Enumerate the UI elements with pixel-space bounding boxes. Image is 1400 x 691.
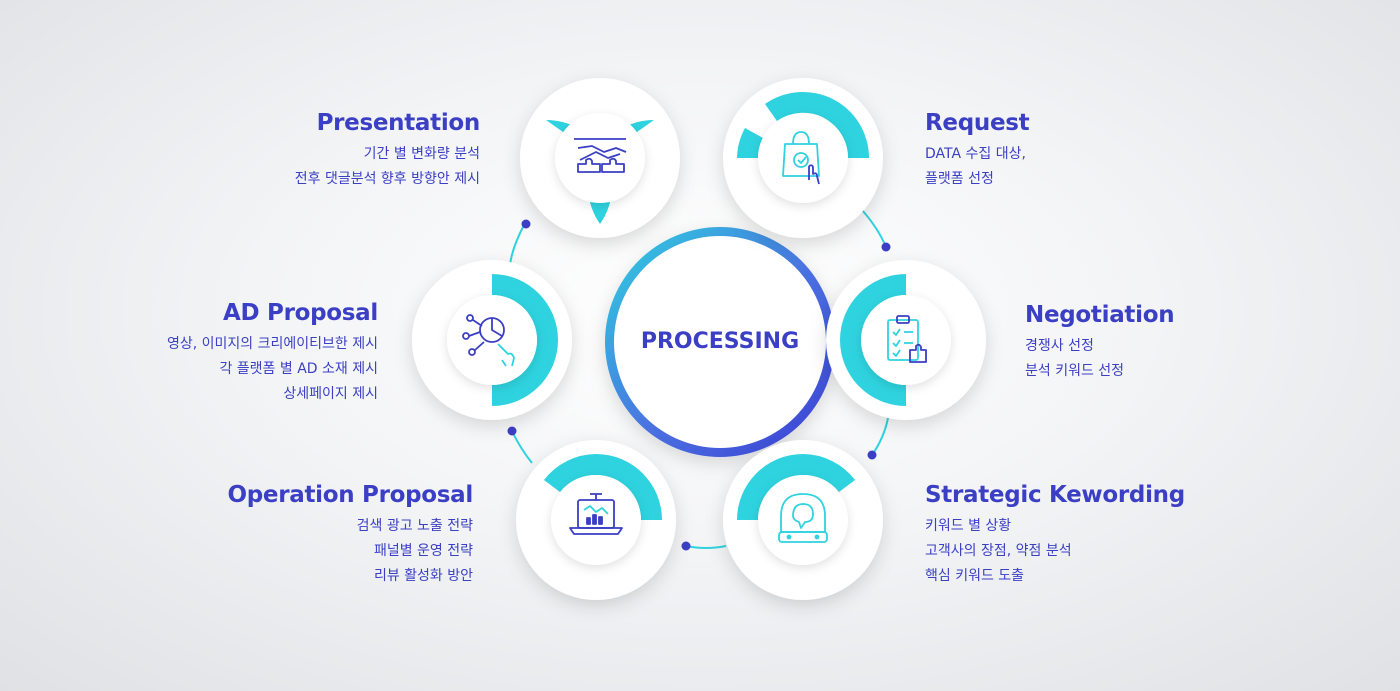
label-negotiation: Negotiation 경쟁사 선정 분석 키워드 선정 (1025, 302, 1175, 384)
step-desc-line: 고객사의 장점, 약점 분석 (925, 543, 1072, 559)
step-title: Strategic Kewording (925, 482, 1185, 508)
step-title: Operation Proposal (227, 482, 473, 508)
step-desc-line: 기간 별 변화량 분석 (363, 146, 480, 162)
label-presentation: Presentation 기간 별 변화량 분석 전후 댓글분석 향후 방향안 … (294, 110, 481, 192)
step-desc-line: 리뷰 활성화 방안 (373, 568, 473, 584)
node-request (723, 78, 883, 238)
node-ad-proposal (412, 260, 572, 420)
step-desc-line: 키워드 별 상황 (925, 518, 1012, 534)
step-desc-line: 전후 댓글분석 향후 방향안 제시 (294, 171, 480, 187)
center-label: PROCESSING (640, 329, 800, 354)
shopping-bag-tap-icon (782, 131, 820, 185)
node-strategic-kewording (723, 440, 883, 600)
node-negotiation (826, 260, 986, 420)
step-desc-line: 플랫폼 선정 (925, 171, 994, 187)
step-title: Negotiation (1025, 302, 1175, 328)
step-desc-line: 핵심 키워드 도출 (925, 568, 1025, 584)
label-strategic-kewording: Strategic Kewording 키워드 별 상황 고객사의 장점, 약점… (925, 482, 1185, 589)
step-title: AD Proposal (223, 300, 378, 326)
node-presentation (520, 78, 680, 238)
step-desc-line: 각 플랫폼 별 AD 소재 제시 (219, 361, 378, 377)
label-ad-proposal: AD Proposal 영상, 이미지의 크리에이티브한 제시 각 플랫폼 별 … (167, 300, 378, 407)
laptop-chart-icon (569, 493, 623, 535)
step-desc-line: 상세페이지 제시 (283, 386, 378, 402)
step-title: Request (925, 110, 1030, 136)
vr-headset-icon (778, 493, 828, 543)
label-operation-proposal: Operation Proposal 검색 광고 노출 전략 패널별 운영 전략… (227, 482, 473, 589)
orbit-dots (507, 219, 891, 551)
step-desc-line: 분석 키워드 선정 (1025, 363, 1125, 379)
label-request: Request DATA 수집 대상, 플랫폼 선정 (925, 110, 1030, 192)
step-desc-line: 영상, 이미지의 크리에이티브한 제시 (167, 336, 378, 352)
step-desc-line: 검색 광고 노출 전략 (356, 518, 473, 534)
step-title: Presentation (316, 110, 481, 136)
step-desc-line: 패널별 운영 전략 (373, 543, 473, 559)
step-desc-line: 경쟁사 선정 (1025, 338, 1094, 354)
clipboard-checklist-icon (887, 315, 927, 363)
handshake-puzzle-icon (574, 138, 627, 173)
step-desc-line: DATA 수집 대상, (925, 146, 1026, 162)
hand-pie-chart-icon (462, 314, 515, 367)
center-node (605, 227, 835, 457)
node-operation-proposal (516, 440, 676, 600)
